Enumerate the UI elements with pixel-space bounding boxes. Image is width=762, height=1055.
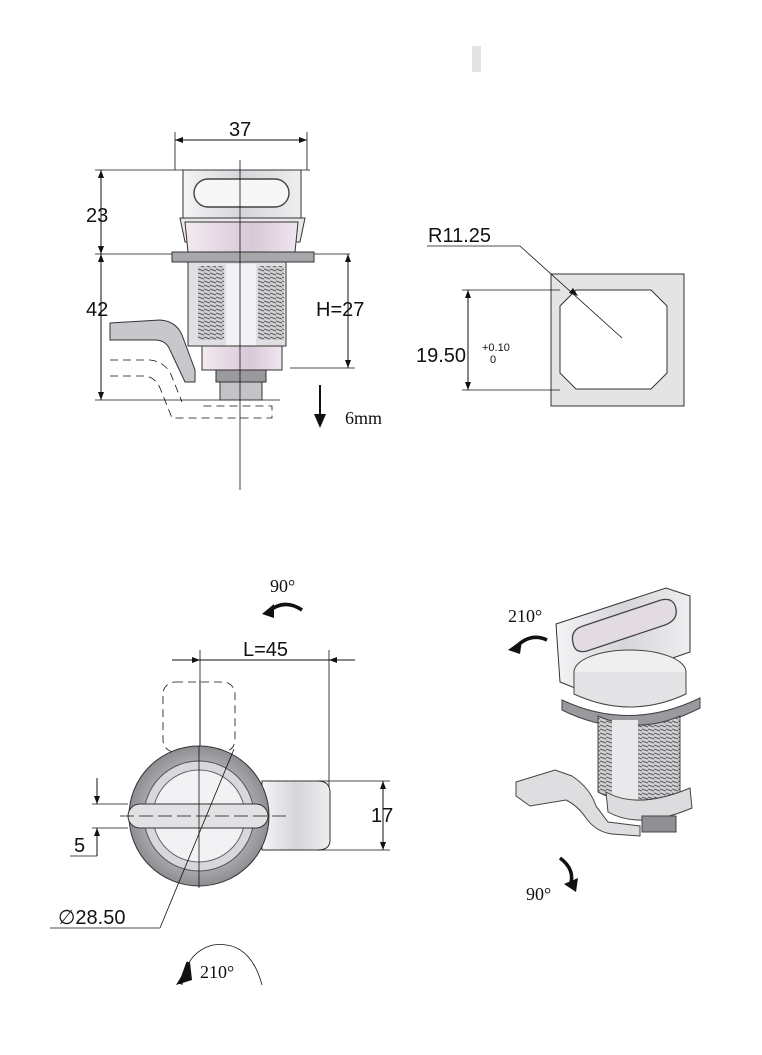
tol-upper-label: +0.10 xyxy=(482,342,510,354)
travel-label: 6mm xyxy=(345,408,382,428)
height-dim-label: 17 xyxy=(371,805,393,827)
tol-lower-label: 0 xyxy=(490,354,496,366)
top-view-rotation-top: 90° xyxy=(270,576,295,596)
diameter-dim-label: ∅28.50 xyxy=(58,907,125,929)
top-view-rotation-bottom: 210° xyxy=(200,962,234,982)
height-top-dim-label: 23 xyxy=(86,205,108,227)
front-view: 37 23 42 H=27 xyxy=(86,119,382,490)
top-marker xyxy=(472,46,481,72)
width-dim-label: 37 xyxy=(229,119,251,141)
iso-rotation-top: 210° xyxy=(508,606,542,626)
top-view: 90° L=45 17 ∅28.50 xyxy=(50,576,393,986)
size-dim-label: 19.50 xyxy=(416,345,466,367)
h-dim-label: H=27 xyxy=(316,299,364,321)
radius-dim-label: R11.25 xyxy=(428,225,491,247)
cutout-view: R11.25 19.50 +0.10 0 xyxy=(416,225,685,407)
height-bottom-dim-label: 42 xyxy=(86,299,108,321)
offset-dim-label: 5 xyxy=(74,835,85,857)
length-dim-label: L=45 xyxy=(243,639,288,661)
iso-rotation-bottom: 90° xyxy=(526,884,551,904)
iso-view: 210° 90° xyxy=(508,587,701,904)
